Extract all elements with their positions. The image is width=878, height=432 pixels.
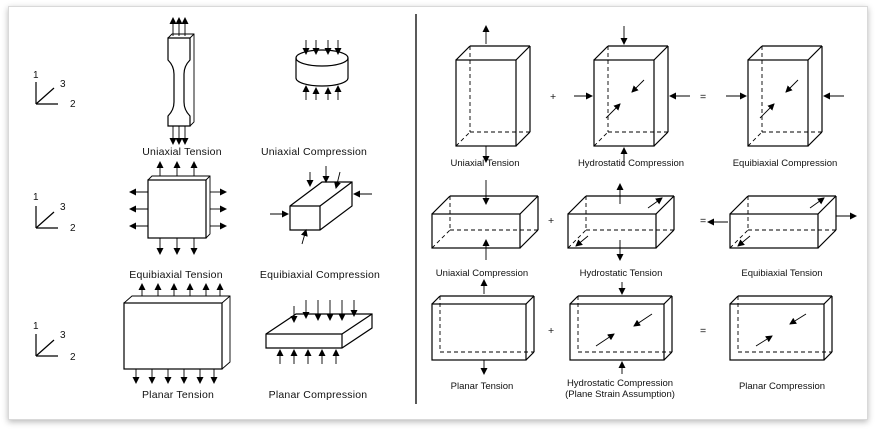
- axis-label-2: 2: [70, 352, 76, 363]
- box-r3-hydrostatic-compression: [569, 282, 673, 374]
- label-right-hydrostatic-compression-planar: Hydrostatic Compression: [567, 378, 673, 389]
- specimen-uniaxial-tension: [167, 17, 195, 145]
- specimen-equibiaxial-tension: [129, 161, 227, 255]
- box-r1-uniaxial-tension: [455, 25, 531, 163]
- axis-label-2: 2: [70, 99, 76, 110]
- label-right-hydrostatic-compression: Hydrostatic Compression: [578, 158, 684, 169]
- label-left-uniaxial-compression: Uniaxial Compression: [261, 146, 367, 158]
- label-right-uniaxial-tension: Uniaxial Tension: [450, 158, 519, 169]
- box-r2-hydrostatic-tension: [567, 183, 675, 261]
- equals-sign-row1: =: [700, 91, 706, 103]
- figure-frame: [8, 6, 868, 420]
- label-left-equibiaxial-compression: Equibiaxial Compression: [260, 269, 380, 281]
- box-r3-planar-tension: [431, 279, 535, 375]
- plus-sign-row3: +: [548, 325, 554, 337]
- label-left-equibiaxial-tension: Equibiaxial Tension: [129, 269, 223, 281]
- axis-label-1: 1: [33, 321, 39, 332]
- box-r2-equibiaxial-tension: [707, 195, 857, 249]
- label-left-planar-tension: Planar Tension: [142, 389, 214, 401]
- axis-label-1: 1: [33, 70, 39, 81]
- axis-label-3: 3: [60, 202, 66, 213]
- label-right-plane-strain-assumption: (Plane Strain Assumption): [565, 389, 675, 400]
- box-r3-planar-compression: [729, 295, 833, 361]
- axis-label-2: 2: [70, 223, 76, 234]
- label-right-planar-tension: Planar Tension: [451, 381, 514, 392]
- equals-sign-row2: =: [700, 215, 706, 227]
- box-r1-equibiaxial-compression: [726, 45, 844, 147]
- label-right-equibiaxial-compression: Equibiaxial Compression: [733, 158, 838, 169]
- axis-triad-row1: 1 3 2: [33, 70, 76, 110]
- axis-triad-row2: 1 3 2: [33, 192, 76, 234]
- label-left-planar-compression: Planar Compression: [269, 389, 368, 401]
- plus-sign-row1: +: [550, 91, 556, 103]
- label-right-uniaxial-compression: Uniaxial Compression: [436, 268, 528, 279]
- axis-label-3: 3: [60, 79, 66, 90]
- plus-sign-row2: +: [548, 215, 554, 227]
- box-r1-hydrostatic-compression: [574, 26, 690, 166]
- box-r2-uniaxial-compression: [431, 180, 539, 260]
- specimen-planar-compression: [265, 300, 373, 364]
- specimen-equibiaxial-compression: [270, 166, 372, 245]
- equals-sign-row3: =: [700, 325, 706, 337]
- specimen-uniaxial-compression: [295, 40, 349, 100]
- axis-triad-row3: 1 3 2: [33, 321, 76, 363]
- axis-label-3: 3: [60, 330, 66, 341]
- label-right-planar-compression: Planar Compression: [739, 381, 825, 392]
- label-left-uniaxial-tension: Uniaxial Tension: [142, 146, 221, 158]
- specimen-planar-tension: [123, 283, 231, 384]
- axis-label-1: 1: [33, 192, 39, 203]
- label-right-hydrostatic-tension: Hydrostatic Tension: [580, 268, 663, 279]
- label-right-equibiaxial-tension: Equibiaxial Tension: [741, 268, 822, 279]
